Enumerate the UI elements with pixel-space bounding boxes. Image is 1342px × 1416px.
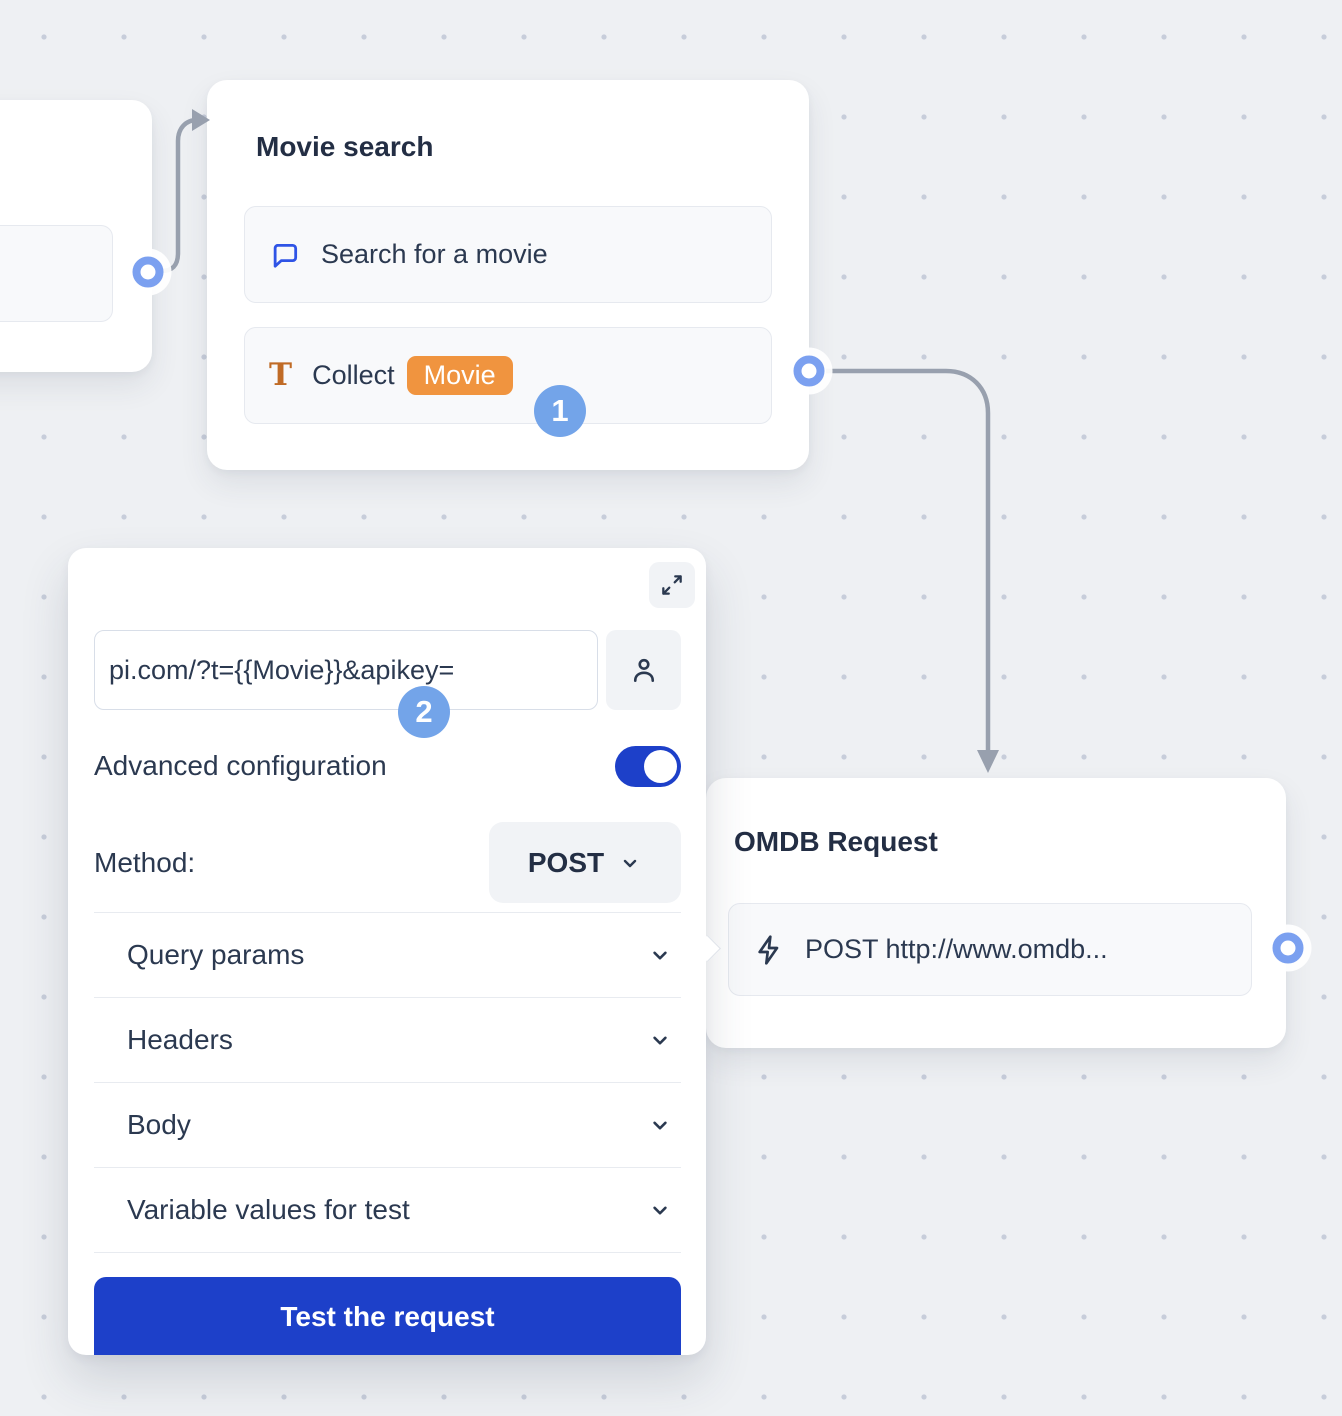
- connector-previous-to-movie: [160, 117, 199, 274]
- chevron-down-icon: [653, 951, 667, 960]
- output-port-previous-node[interactable]: [132, 256, 164, 288]
- chevron-down-icon: [653, 1206, 667, 1215]
- chevron-down-icon: [653, 1036, 667, 1045]
- expand-button[interactable]: [649, 562, 695, 608]
- webhook-request-item[interactable]: POST http://www.omdb...: [728, 903, 1252, 996]
- section-variable-values[interactable]: Variable values for test: [94, 1167, 681, 1253]
- chat-bubble-icon: [269, 239, 301, 271]
- url-input[interactable]: [94, 630, 598, 710]
- method-select[interactable]: POST: [489, 822, 681, 903]
- arrowhead-into-omdb-node: [977, 750, 999, 773]
- section-headers[interactable]: Headers: [94, 997, 681, 1082]
- advanced-configuration-toggle[interactable]: [615, 745, 681, 787]
- toggle-knob: [644, 749, 677, 783]
- user-variables-button[interactable]: [606, 630, 681, 710]
- test-request-button[interactable]: Test the request: [94, 1277, 681, 1355]
- chevron-down-icon: [653, 1121, 667, 1130]
- section-label: Body: [127, 1109, 191, 1140]
- omdb-request-node[interactable]: OMDB Request POST http://www.omdb...: [706, 778, 1286, 1048]
- chevron-down-icon: [623, 859, 637, 867]
- advanced-configuration-row: Advanced configuration: [94, 745, 681, 787]
- method-row: Method: POST: [94, 822, 681, 903]
- expand-icon: [662, 575, 682, 595]
- collect-label: Collect: [312, 360, 395, 390]
- person-icon: [633, 658, 654, 682]
- collapsible-sections: Query params Headers Body Variable value…: [94, 912, 681, 1253]
- movie-search-node-title: Movie search: [256, 131, 434, 162]
- previous-node-item[interactable]: [0, 225, 113, 322]
- method-label: Method:: [94, 846, 196, 878]
- section-body[interactable]: Body: [94, 1082, 681, 1167]
- output-port-omdb-request[interactable]: [1272, 932, 1304, 964]
- question-text-label: Search for a movie: [321, 239, 548, 269]
- advanced-configuration-label: Advanced configuration: [94, 750, 387, 781]
- step-1-badge: 1: [534, 385, 586, 437]
- step-2-badge: 2: [398, 686, 450, 738]
- previous-node-card[interactable]: [0, 100, 152, 372]
- section-label: Variable values for test: [127, 1194, 410, 1225]
- omdb-node-title: OMDB Request: [734, 826, 938, 857]
- section-label: Query params: [127, 939, 305, 970]
- output-port-movie-search[interactable]: [793, 355, 825, 387]
- method-value: POST: [527, 846, 605, 878]
- question-text-item[interactable]: Search for a movie: [244, 206, 772, 303]
- section-label: Headers: [127, 1024, 233, 1055]
- webhook-editor-panel: Advanced configuration Method: POST Quer…: [68, 548, 706, 1355]
- movie-search-node[interactable]: Movie search Search for a movie T Collec…: [207, 80, 809, 470]
- lightning-bolt-icon: [753, 934, 785, 966]
- movie-variable-badge[interactable]: Movie: [406, 356, 513, 395]
- section-query-params[interactable]: Query params: [94, 912, 681, 997]
- text-variable-icon: T: [269, 357, 293, 393]
- connector-movie-to-omdb: [826, 368, 991, 752]
- collect-variable-item[interactable]: T Collect Movie: [244, 327, 772, 424]
- webhook-request-label: POST http://www.omdb...: [805, 934, 1108, 964]
